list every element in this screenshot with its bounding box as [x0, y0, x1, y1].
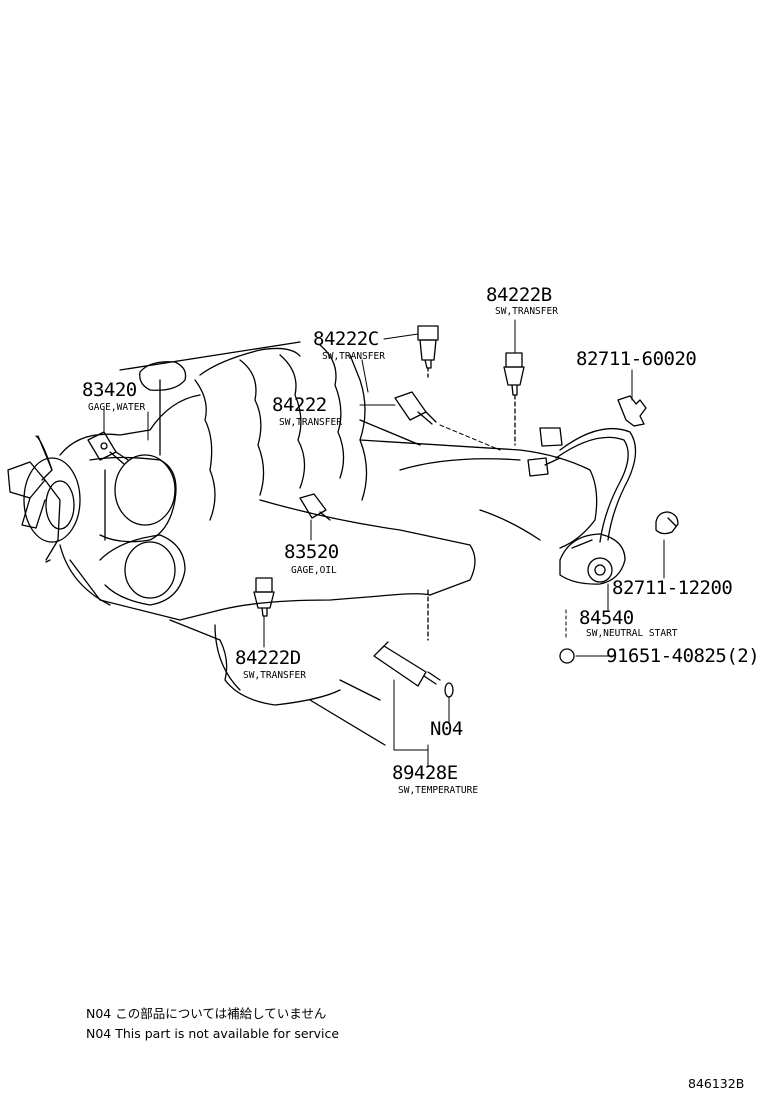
- part-desc-83520: GAGE,OIL: [291, 565, 337, 576]
- switch-84222-illustration: [394, 391, 437, 425]
- switch-83520-illustration: [299, 493, 331, 521]
- part-number-n04[interactable]: N04: [430, 718, 463, 740]
- part-number-91651-40825[interactable]: 91651-40825(2): [606, 645, 760, 667]
- switch-84540-illustration: [559, 533, 626, 585]
- part-desc-83420: GAGE,WATER: [88, 402, 146, 413]
- part-desc-89428e: SW,TEMPERATURE: [398, 785, 479, 796]
- part-desc-84222: SW,TRANSFER: [279, 417, 342, 428]
- part-number-82711-60020[interactable]: 82711-60020: [576, 348, 697, 370]
- part-number-83520[interactable]: 83520: [284, 541, 339, 563]
- switch-84222d-illustration: [253, 577, 275, 617]
- part-desc-84222c: SW,TRANSFER: [322, 351, 385, 362]
- switch-84222c-illustration: [417, 325, 439, 381]
- part-number-82711-12200[interactable]: 82711-12200: [612, 577, 733, 599]
- part-desc-84222b: SW,TRANSFER: [495, 306, 558, 317]
- cooling-fan-illustration: [7, 435, 81, 563]
- switch-84222b-illustration: [503, 352, 525, 446]
- connectors-84540-illustration: [527, 427, 563, 477]
- part-number-83420[interactable]: 83420: [82, 379, 137, 401]
- part-desc-84540: SW,NEUTRAL START: [586, 628, 678, 639]
- part-number-84540[interactable]: 84540: [579, 607, 634, 629]
- switch-83420-illustration: [87, 431, 129, 465]
- part-number-84222b[interactable]: 84222B: [486, 284, 552, 306]
- part-number-89428e[interactable]: 89428E: [392, 762, 458, 784]
- clip-82711-12200-illustration: [655, 511, 679, 535]
- leader-lines: [103, 319, 665, 767]
- part-number-84222c[interactable]: 84222C: [313, 328, 379, 350]
- part-number-84222d[interactable]: 84222D: [235, 647, 301, 669]
- diagram-code: 846132B: [688, 1076, 745, 1091]
- part-desc-84222d: SW,TRANSFER: [243, 670, 306, 681]
- part-number-84222[interactable]: 84222: [272, 394, 327, 416]
- footnote-japanese: N04 この部品については補給していません: [86, 1006, 327, 1021]
- footnote-english: N04 This part is not available for servi…: [86, 1026, 340, 1041]
- switch-89428e-illustration: [373, 589, 454, 698]
- transmission-illustration: [169, 419, 598, 746]
- clip-82711-60020-illustration: [617, 395, 647, 427]
- bolt-91651-illustration: [559, 648, 575, 664]
- wiring-harness-illustration: [544, 428, 637, 543]
